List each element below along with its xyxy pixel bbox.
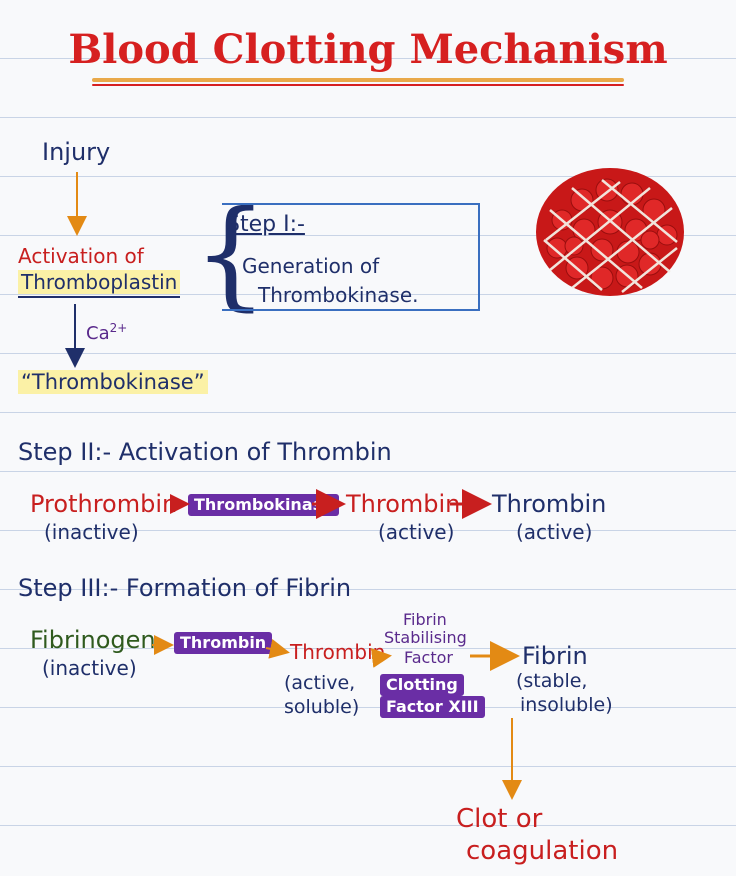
thrombin-state-1: (active) (378, 520, 455, 544)
thrombin-enzyme-badge: Thrombin (174, 632, 273, 654)
clotting-factor-badge-line1: Clotting (380, 674, 464, 696)
thrombin-label-3: Thrombin (290, 640, 386, 664)
step1-brace: { (193, 184, 269, 322)
thrombin-state-3-line1: (active, (284, 672, 356, 694)
thromboplastin-label: Thromboplastin (18, 270, 181, 294)
fibrinogen-label: Fibrinogen (30, 626, 156, 654)
thrombin-label-2: Thrombin (492, 490, 607, 518)
title-underline (92, 78, 624, 82)
prothrombin-label: Prothrombin (30, 490, 178, 518)
clotting-factor-badge-line2: Factor XIII (380, 696, 485, 718)
clot-label-line2: coagulation (466, 836, 619, 866)
step1-label: Step I:- (226, 212, 305, 237)
fibrin-label: Fibrin (522, 642, 588, 670)
step1-desc-line2: Thrombokinase. (258, 283, 419, 307)
thrombin-label-1: Thrombin (346, 490, 461, 518)
fibrinogen-state: (inactive) (42, 656, 137, 680)
page-title: Blood Clotting Mechanism (68, 26, 668, 73)
fsf-line2: Stabilising (384, 628, 467, 647)
calcium-label: Ca (86, 323, 110, 344)
title-underline-red (92, 84, 624, 86)
fibrin-state-line2: insoluble) (520, 694, 613, 716)
fsf-line1: Fibrin (403, 610, 447, 629)
arrow-thrombin-to-fsf (370, 648, 392, 668)
fsf-line3: Factor (404, 648, 453, 667)
thrombokinase-quoted-label: “Thrombokinase” (18, 370, 208, 394)
prothrombin-state: (inactive) (44, 520, 139, 544)
thromboplastin-underline (18, 296, 180, 298)
step3-heading: Step III:- Formation of Fibrin (18, 574, 352, 602)
clot-label-line1: Clot or (456, 804, 543, 834)
activation-of-label: Activation of (18, 244, 144, 268)
arrow-badge-to-thrombin-3 (265, 639, 290, 659)
thrombin-state-3-line2: soluble) (284, 696, 360, 718)
fibrin-state-line1: (stable, (516, 670, 588, 692)
thrombin-state-2: (active) (516, 520, 593, 544)
calcium-superscript: 2+ (109, 321, 128, 335)
injury-label: Injury (42, 138, 111, 166)
step1-box (222, 203, 480, 311)
thrombokinase-enzyme-badge: Thrombokinase (188, 494, 339, 516)
step1-desc-line1: Generation of (242, 254, 380, 278)
blood-clot-illustration (536, 168, 684, 296)
step2-heading: Step II:- Activation of Thrombin (18, 438, 392, 466)
